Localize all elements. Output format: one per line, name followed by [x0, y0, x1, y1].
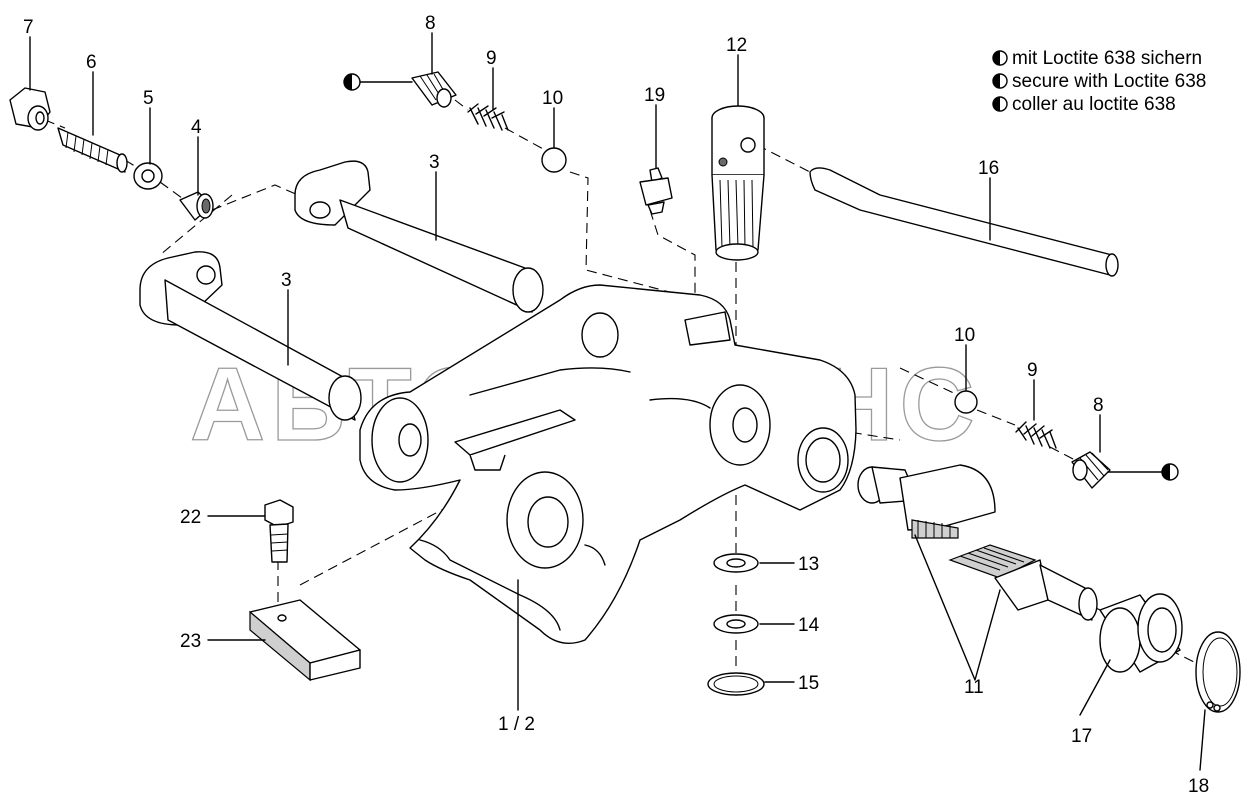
callout-16: 16	[978, 158, 999, 179]
legend-line-de: mit Loctite 638 sichern	[1012, 48, 1202, 69]
bolt-part	[264, 499, 294, 563]
wear-plate-part	[249, 599, 361, 682]
grease-nipple-part	[639, 167, 673, 215]
callout-15: 15	[798, 673, 819, 694]
half-circle-icon	[992, 73, 1008, 89]
snap-ring-15	[707, 672, 765, 696]
half-circle-icon	[343, 73, 361, 91]
locking-pin-upper	[857, 464, 996, 539]
grub-screw-top	[411, 71, 457, 108]
half-circle-icon	[1161, 463, 1179, 481]
grub-screw-right	[1071, 451, 1111, 489]
spring-top	[467, 103, 509, 131]
washer-14	[713, 614, 759, 634]
callout-8-right: 8	[1093, 395, 1104, 416]
callout-9-top: 9	[486, 48, 497, 69]
legend-line-fr: coller au loctite 638	[1012, 94, 1176, 115]
callout-12: 12	[726, 35, 747, 56]
callout-10-top: 10	[542, 88, 563, 109]
spring-right	[1015, 421, 1057, 449]
callout-14: 14	[798, 615, 820, 636]
bushing-part	[179, 191, 214, 221]
washer-13	[713, 553, 759, 573]
locking-pin-lower	[948, 544, 1098, 621]
callout-1-2: 1 / 2	[498, 714, 535, 735]
callout-22: 22	[180, 507, 201, 528]
callout-6: 6	[86, 52, 97, 73]
callout-3-upper: 3	[429, 152, 440, 173]
callout-18: 18	[1188, 776, 1209, 797]
nut-part	[9, 87, 51, 131]
threaded-stud-part	[57, 127, 128, 173]
sleeve-part	[1099, 593, 1183, 673]
callout-3-lower: 3	[281, 270, 292, 291]
ball-top	[541, 147, 567, 173]
main-bracket-body	[359, 284, 857, 644]
splined-shaft-part	[711, 105, 765, 261]
ball-right	[954, 390, 978, 414]
callout-9-right: 9	[1027, 360, 1038, 381]
callout-13: 13	[798, 554, 819, 575]
pin-lower	[139, 251, 362, 421]
pin-upper	[294, 160, 544, 313]
washer-part	[133, 162, 163, 190]
circlip-part	[1195, 631, 1241, 713]
callout-8-top: 8	[425, 13, 436, 34]
callout-5: 5	[143, 88, 154, 109]
leader-lines	[29, 32, 1206, 771]
callout-10-right: 10	[954, 325, 975, 346]
callout-labels: 7 6 5 4 8 9 10 3 3 19 12 16 10 9 8 22 23…	[23, 13, 1209, 797]
legend-line-en: secure with Loctite 638	[1012, 71, 1206, 92]
lever-rod-part	[809, 167, 1119, 277]
callout-7: 7	[23, 17, 34, 38]
callout-17: 17	[1071, 726, 1092, 747]
half-circle-icon	[992, 50, 1008, 66]
callout-4: 4	[191, 117, 202, 138]
half-circle-icon	[992, 96, 1008, 112]
callout-11: 11	[964, 677, 984, 698]
legend: mit Loctite 638 sichern secure with Loct…	[992, 48, 1206, 115]
callout-23: 23	[180, 631, 201, 652]
callout-19: 19	[644, 85, 665, 106]
